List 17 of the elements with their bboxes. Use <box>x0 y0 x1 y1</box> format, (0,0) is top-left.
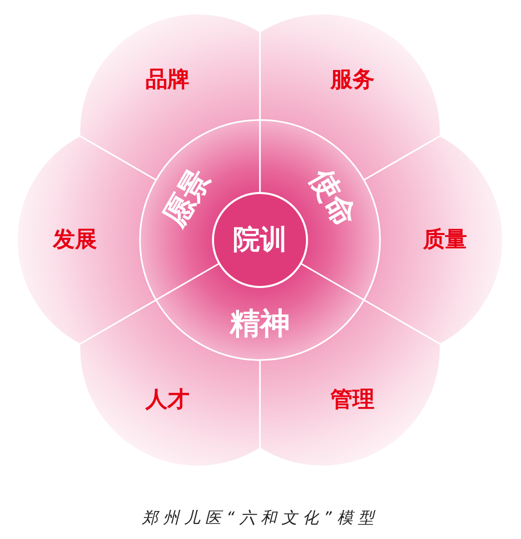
petal-segment <box>16 135 157 345</box>
petal-label: 管理 <box>330 388 374 413</box>
petal-label: 人才 <box>146 388 190 413</box>
ring-label: 使命 <box>302 163 363 233</box>
petal-label: 发展 <box>53 228 97 252</box>
center-circle <box>212 192 308 288</box>
petal-label: 服务 <box>330 67 374 92</box>
caption: 郑州儿医“六和文化”模型 <box>141 508 380 529</box>
ring-label: 精神 <box>230 306 290 342</box>
petal-segment <box>259 299 442 467</box>
petal-label: 质量 <box>423 228 467 252</box>
ring-segment <box>259 119 381 301</box>
ring-segment <box>155 262 365 361</box>
petal-label: 品牌 <box>146 67 190 92</box>
ring-label: 愿景 <box>157 163 218 233</box>
center-label: 院训 <box>233 224 287 256</box>
petal-segment <box>363 135 504 345</box>
